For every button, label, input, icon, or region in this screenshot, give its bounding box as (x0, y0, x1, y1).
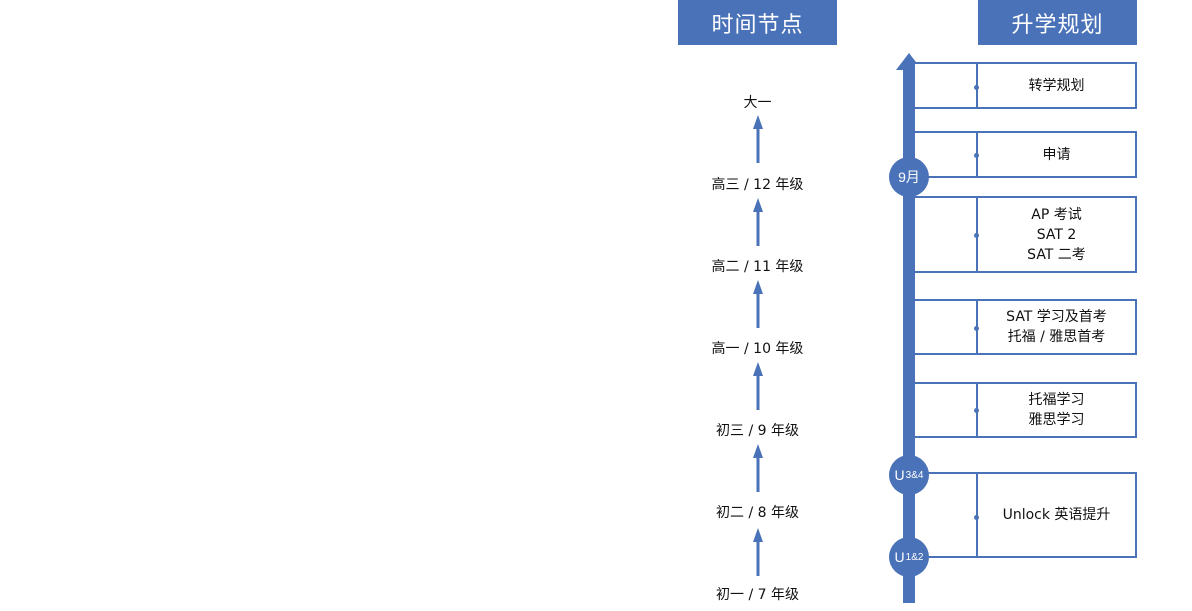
plan-box-unlock: Unlock 英语提升 (915, 472, 1137, 558)
plan-box-toefl-ielts-study: 托福学习 雅思学习 (915, 382, 1137, 438)
marker-label: U (894, 467, 905, 483)
plan-text: AP 考试 (1031, 206, 1082, 223)
plan-text: SAT 2 (1036, 226, 1077, 243)
grade-label-freshman: 大一 (743, 95, 772, 111)
time-nodes-header: 时间节点 (678, 0, 837, 45)
up-arrow-icon (753, 528, 763, 576)
marker-sub-label: 1&2 (905, 551, 924, 563)
grade-label-8: 初二 / 8 年级 (716, 505, 799, 521)
marker-label: 9月 (898, 169, 920, 185)
grade-label-12: 高三 / 12 年级 (711, 177, 804, 193)
plan-text: 托福学习 (1028, 392, 1085, 408)
plan-text: Unlock 英语提升 (1002, 507, 1111, 523)
grade-label-9: 初三 / 9 年级 (716, 423, 799, 439)
plan-text: SAT 学习及首考 (1006, 309, 1107, 325)
plan-box-ap-sat2: AP 考试 SAT 2 SAT 二考 (915, 196, 1137, 273)
plan-text: 托福 / 雅思首考 (1007, 329, 1106, 345)
bullet-dot (974, 153, 979, 158)
plan-text: 雅思学习 (1028, 412, 1085, 428)
bullet-dot (974, 515, 979, 520)
up-arrow-icon (753, 444, 763, 492)
marker-label: U (894, 549, 905, 565)
plan-text: 转学规划 (1028, 77, 1085, 94)
up-arrow-icon (753, 280, 763, 328)
bullet-dot (974, 85, 979, 90)
up-arrow-icon (753, 115, 763, 163)
bullet-dot (974, 233, 979, 238)
marker-september: 9月 (889, 157, 929, 197)
grade-label-11: 高二 / 11 年级 (711, 259, 804, 275)
plan-text: 申请 (1042, 146, 1071, 163)
up-arrow-icon (753, 198, 763, 246)
grade-label-7: 初一 / 7 年级 (716, 587, 799, 603)
up-arrow-icon (753, 362, 763, 410)
bullet-dot (974, 326, 979, 331)
plan-box-transfer: 转学规划 (915, 62, 1137, 109)
grade-label-10: 高一 / 10 年级 (711, 341, 804, 357)
plan-text: SAT 二考 (1027, 246, 1086, 263)
marker-sub-label: 3&4 (905, 469, 924, 481)
plan-box-sat-toefl: SAT 学习及首考 托福 / 雅思首考 (915, 299, 1137, 355)
bullet-dot (974, 408, 979, 413)
plan-header: 升学规划 (978, 0, 1137, 45)
plan-box-apply: 申请 (915, 131, 1137, 178)
